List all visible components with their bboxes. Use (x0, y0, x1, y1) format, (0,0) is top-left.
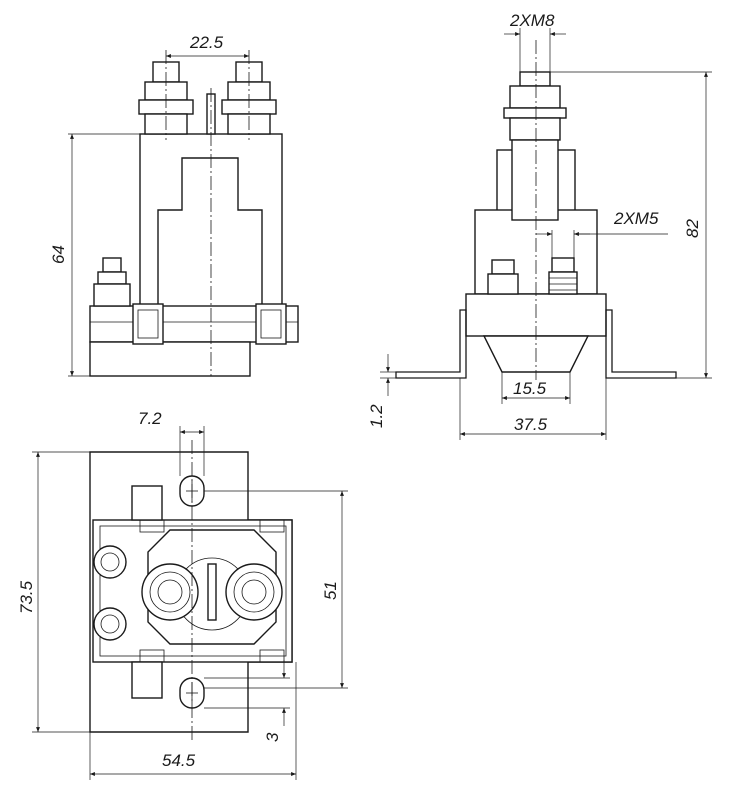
dim-terminal-spacing: 22.5 (189, 33, 224, 52)
dim-coil-thread: 2XM5 (613, 209, 659, 228)
dim-side-width: 37.5 (514, 415, 548, 434)
dim-slot-width: 7.2 (138, 409, 162, 428)
dim-slot-offset: 3 (263, 732, 282, 742)
side-view: 2XM8 2XM5 82 1.2 15.5 37.5 (367, 11, 712, 440)
top-view: 7.2 73.5 51 3 54.5 (17, 409, 348, 780)
dim-body-height: 64 (49, 245, 68, 264)
dim-coil-spacing: 15.5 (513, 379, 547, 398)
dim-bracket-thickness: 1.2 (367, 404, 386, 428)
front-view: 22.5 64 (49, 33, 299, 377)
dim-total-height: 82 (683, 219, 702, 238)
dim-hole-spacing: 51 (321, 581, 340, 600)
dim-base-width: 54.5 (162, 751, 196, 770)
dim-main-thread: 2XM8 (509, 11, 555, 30)
dim-overall-length: 73.5 (17, 580, 36, 614)
